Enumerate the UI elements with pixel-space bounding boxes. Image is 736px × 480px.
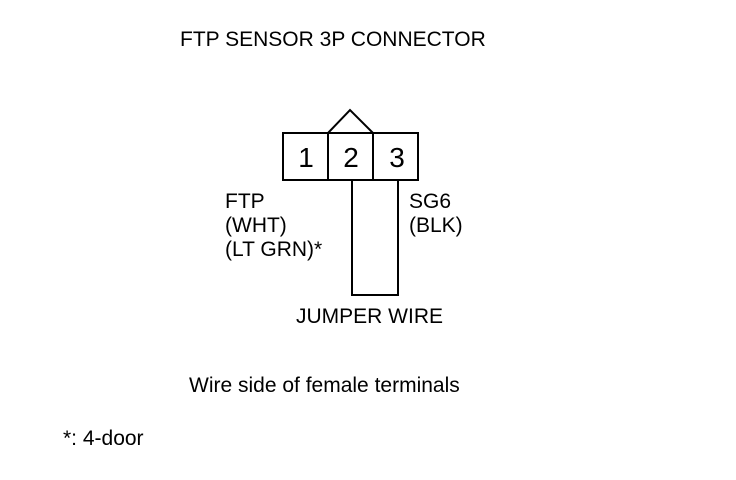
jumper-wire-label: JUMPER WIRE [296,305,443,328]
sg6-signal-name: SG6 [409,190,452,213]
ftp-wire-color: (WHT) [225,214,287,237]
diagram-title: FTP SENSOR 3P CONNECTOR [180,28,486,51]
view-caption: Wire side of female terminals [189,374,460,397]
jumper-wire [351,180,399,296]
ftp-signal-name: FTP [225,190,265,213]
footnote: *: 4-door [63,427,144,450]
sg6-wire-label: SG6 (BLK) [409,190,463,238]
pin-number-2: 2 [343,142,359,173]
ftp-wire-color-alt: (LT GRN)* [225,238,323,261]
pin-number-3: 3 [389,142,405,173]
connector-housing [282,132,419,181]
ftp-wire-label: FTP (WHT) (LT GRN)* [225,190,322,262]
pin-number-1: 1 [298,142,314,173]
locking-tab [327,108,374,134]
sg6-wire-color: (BLK) [409,214,463,237]
